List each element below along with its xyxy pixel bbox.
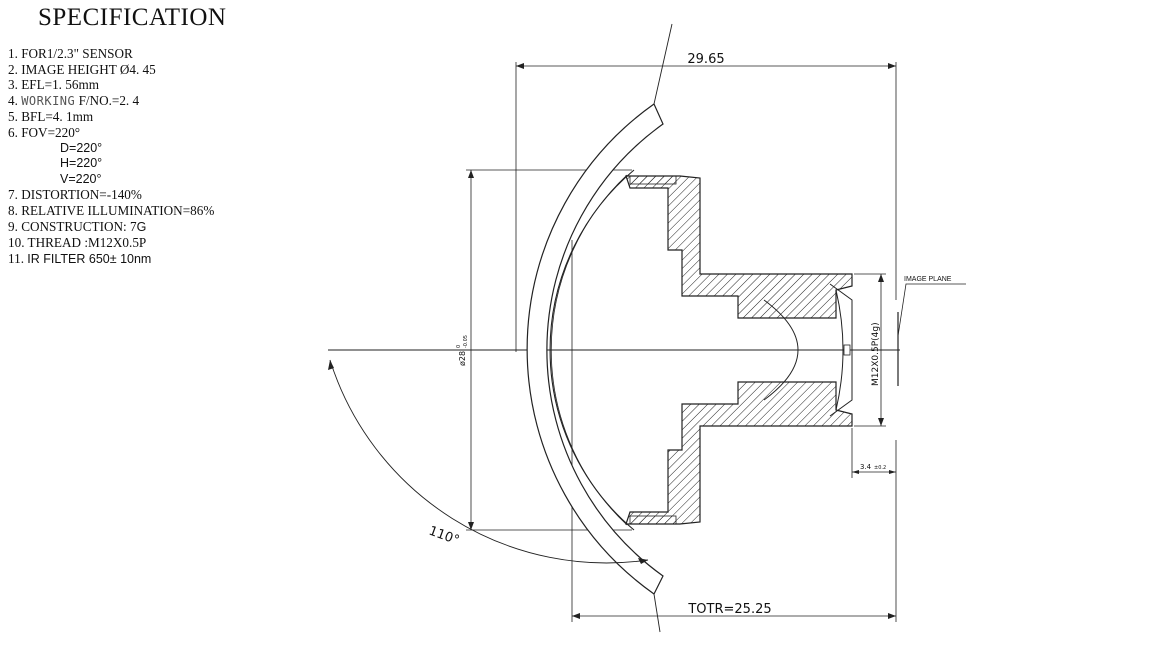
spec-text: DISTORTION=-140% — [21, 187, 142, 203]
spec-item: 3. EFL=1. 56mm — [8, 77, 214, 93]
angle-label: 110° — [427, 524, 462, 549]
lens-housing — [625, 175, 853, 525]
spec-item: V=220° — [8, 172, 214, 188]
spec-title: SPECIFICATION — [38, 4, 227, 31]
spec-sub-value: D=220° — [60, 140, 103, 155]
spec-sub-value: H=220° — [60, 156, 103, 171]
spec-text: RELATIVE ILLUMINATION=86% — [21, 202, 215, 218]
spec-item: 4. WORKING F/NO.=2. 4 — [8, 93, 214, 110]
spec-text: FOV=220° — [21, 124, 81, 140]
totr-dimension: TOTR=25.25 — [571, 240, 897, 622]
image-plane: IMAGE PLANE — [897, 276, 966, 386]
spec-number: 8. — [8, 202, 22, 218]
spec-item: 6. FOV=220° — [8, 125, 214, 141]
spec-item: D=220° — [8, 141, 214, 157]
spec-item: 10. THREAD :M12X0.5P — [8, 235, 214, 251]
spec-number: 3. — [8, 77, 22, 93]
diameter-dimension: ø28 0 -0.05 — [456, 169, 632, 531]
spec-text: FOR1/2.3" SENSOR — [21, 46, 133, 61]
spec-number: 9. — [8, 218, 22, 234]
spec-item: 1. FOR1/2.3" SENSOR — [8, 46, 214, 62]
spec-item: 8. RELATIVE ILLUMINATION=86% — [8, 203, 214, 219]
ray-top — [653, 23, 673, 105]
overall-length-dimension: 29.65 — [515, 52, 897, 352]
thread-label: M12X0.5P(4g) — [871, 322, 881, 386]
spec-item: 7. DISTORTION=-140% — [8, 187, 214, 203]
spec-suffix: IR FILTER 650± 10nm — [27, 251, 152, 266]
spec-item: 9. CONSTRUCTION: 7G — [8, 219, 214, 236]
spec-suffix: G — [136, 219, 147, 234]
spec-number: 6. — [8, 124, 22, 140]
thread-dimension: M12X0.5P(4g) — [854, 273, 886, 427]
spec-text: IMAGE HEIGHT Ø4. 45 — [21, 61, 156, 77]
image-plane-label: IMAGE PLANE — [904, 276, 952, 283]
spec-text: BFL=4. 1mm — [21, 109, 94, 125]
diameter-label: ø28 — [458, 351, 467, 366]
spec-item: H=220° — [8, 156, 214, 172]
spec-text: CONSTRUCTION: 7 — [21, 218, 137, 234]
diameter-tol-lower: -0.05 — [463, 335, 469, 348]
spec-number: 2. — [8, 61, 22, 77]
spec-number: 1. — [8, 46, 22, 61]
diameter-tol-upper: 0 — [456, 345, 462, 348]
spec-sub-value: V=220° — [60, 171, 102, 186]
spec-item: 11. IR FILTER 650± 10nm — [8, 251, 214, 268]
spec-number: 11. — [8, 250, 28, 266]
spec-number: 4. — [8, 92, 22, 108]
spec-number: 5. — [8, 109, 22, 125]
totr-label: TOTR=25.25 — [687, 602, 771, 617]
back-tol-label: ±0.2 — [874, 465, 886, 471]
spec-text: EFL=1. 56mm — [21, 77, 99, 93]
overall-length-label: 29.65 — [687, 52, 724, 67]
spec-number: 10. — [8, 235, 28, 251]
spec-item: 5. BFL=4. 1mm — [8, 109, 214, 125]
spec-number: 7. — [8, 187, 22, 203]
spec-item: 2. IMAGE HEIGHT Ø4. 45 — [8, 62, 214, 78]
back-dimension: 3.4 ±0.2 — [851, 428, 896, 478]
spec-prefix: WORKING — [21, 93, 76, 108]
back-label: 3.4 — [860, 463, 872, 471]
spec-text: F/NO.=2. 4 — [75, 92, 140, 108]
spec-text: THREAD :M12X0.5P — [27, 235, 147, 251]
ray-bottom — [653, 593, 661, 633]
